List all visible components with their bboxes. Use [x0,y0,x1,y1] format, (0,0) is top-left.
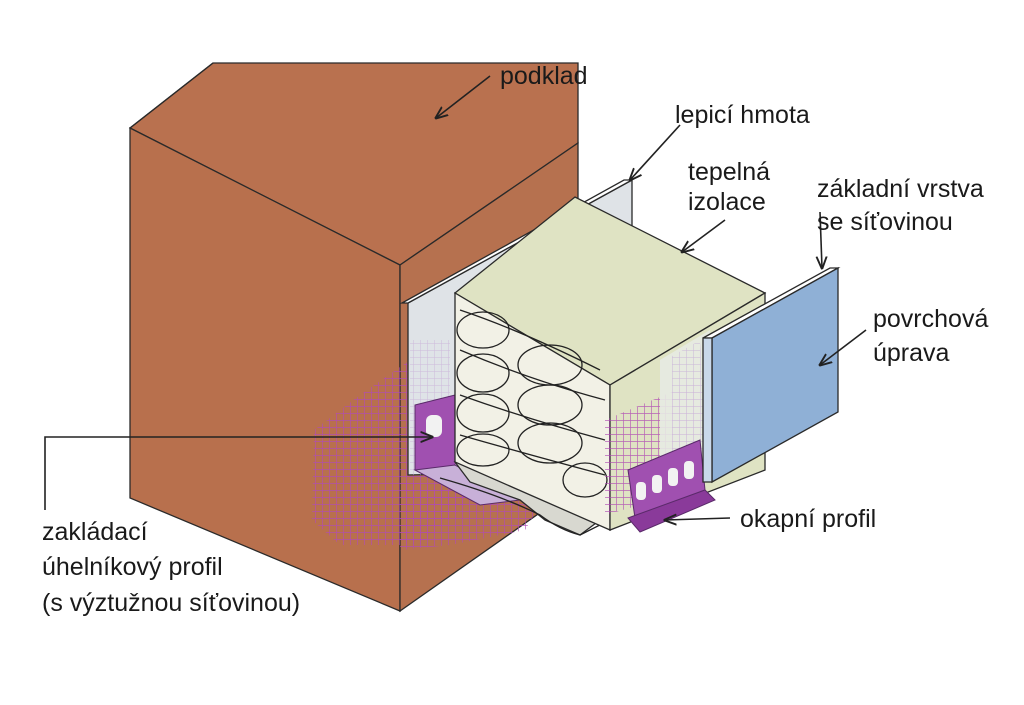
leader-finish [820,329,867,365]
drip-profile [627,439,716,533]
label-drip: okapní profil [740,505,876,533]
label-starter-1: zakládací [42,518,148,546]
finish-render [702,266,841,484]
label-starter-3: (s výztužnou síťovinou) [42,589,300,617]
leader-insulation [682,219,726,252]
labels: podklad lepicí hmota tepelná izolace zák… [42,62,988,617]
leader-adhesive [630,124,681,180]
label-insulation-2: izolace [688,188,766,216]
base-layer-mesh [605,330,715,515]
leader-lines [44,75,867,520]
label-insulation-1: tepelná [688,158,770,186]
fibre-pattern [456,309,608,498]
leader-drip [665,518,731,520]
leader-starter [44,437,432,510]
label-adhesive: lepicí hmota [675,101,810,129]
leader-base-layer [820,211,822,268]
label-base-layer-2: se síťovinou [817,208,953,236]
label-substrate: podklad [500,62,588,90]
label-finish-2: úprava [873,339,950,367]
label-base-layer-1: základní vrstva [817,175,984,203]
label-starter-2: úhelníkový profil [42,553,223,581]
leader-substrate [436,75,491,118]
label-finish-1: povrchová [873,305,988,333]
